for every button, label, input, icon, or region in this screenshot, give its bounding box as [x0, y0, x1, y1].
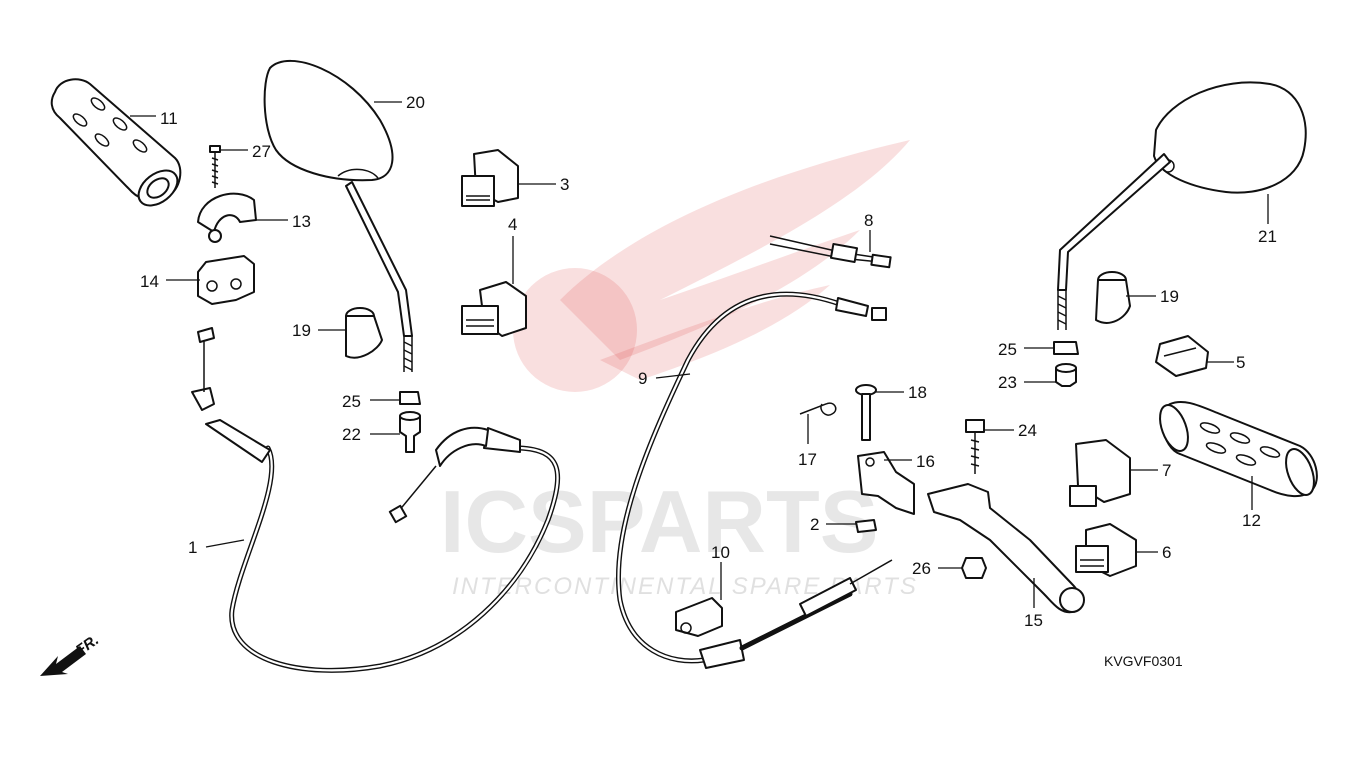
callout-16: 16	[884, 452, 935, 471]
callout-12-label: 12	[1242, 511, 1261, 530]
callout-19a-label: 19	[292, 321, 311, 340]
part-26-nut	[961, 557, 987, 579]
part-21-right-mirror	[1057, 81, 1307, 330]
callout-18-label: 18	[908, 383, 927, 402]
callout-6: 6	[1136, 543, 1171, 562]
callout-21: 21	[1258, 194, 1277, 246]
callout-14: 14	[140, 272, 200, 291]
callout-19b: 19	[1126, 287, 1179, 306]
callout-3: 3	[518, 175, 569, 194]
callout-22: 22	[342, 425, 400, 444]
callout-4-label: 4	[508, 215, 517, 234]
callout-25b: 25	[998, 340, 1054, 359]
callout-19a: 19	[292, 321, 346, 340]
callout-5-label: 5	[1236, 353, 1245, 372]
callout-21-label: 21	[1258, 227, 1277, 246]
part-2-ring	[855, 519, 877, 533]
callout-7-label: 7	[1162, 461, 1171, 480]
callout-17: 17	[798, 414, 817, 469]
part-6-switch	[1075, 523, 1137, 577]
callout-26: 26	[912, 559, 962, 578]
callout-19b-label: 19	[1160, 287, 1179, 306]
callout-8: 8	[864, 211, 873, 252]
watermark: ICSPARTS INTERCONTINENTAL SPARE PARTS	[440, 140, 916, 600]
callout-4: 4	[508, 215, 517, 284]
callout-8-label: 8	[864, 211, 873, 230]
part-16-lever-bracket	[857, 451, 915, 515]
callout-13: 13	[256, 212, 311, 231]
callout-25b-label: 25	[998, 340, 1017, 359]
callout-7: 7	[1130, 461, 1171, 480]
part-11-left-grip	[50, 78, 182, 207]
callout-25a: 25	[342, 392, 400, 411]
callout-2: 2	[810, 515, 856, 534]
part-19-right-boot	[1095, 271, 1131, 324]
callout-27-label: 27	[252, 142, 271, 161]
callout-26-label: 26	[912, 559, 931, 578]
part-18-pin	[855, 384, 877, 441]
callout-27: 27	[220, 142, 271, 161]
part-24-bolt	[965, 419, 985, 474]
callout-14-label: 14	[140, 272, 159, 291]
part-3-switch	[461, 149, 519, 207]
callout-2-label: 2	[810, 515, 819, 534]
part-25-right-nut	[1053, 341, 1079, 355]
part-20-left-mirror	[263, 59, 413, 372]
callout-11: 11	[130, 109, 178, 128]
callout-17-label: 17	[798, 450, 817, 469]
callout-18: 18	[876, 383, 927, 402]
part-19-left-boot	[345, 307, 383, 359]
part-14-housing	[197, 255, 255, 305]
part-5-switch	[1155, 335, 1209, 377]
callout-24: 24	[984, 421, 1037, 440]
callout-11-label: 11	[160, 109, 178, 128]
direction-arrow: FR.	[40, 631, 102, 676]
callout-22-label: 22	[342, 425, 361, 444]
callout-25a-label: 25	[342, 392, 361, 411]
part-17-clip	[799, 402, 837, 416]
callout-1-label: 1	[188, 538, 197, 557]
part-9-clutch-cable	[615, 291, 893, 669]
part-15-clutch-lever	[927, 483, 1085, 614]
callout-13-label: 13	[292, 212, 311, 231]
callout-9: 9	[638, 369, 691, 388]
watermark-wing-logo	[513, 140, 910, 392]
callouts: 1 2 3 4 5 6 7 8 9 10 11 12 13 14 15 16 1…	[130, 93, 1277, 630]
callout-15: 15	[1024, 578, 1043, 630]
part-7-switch	[1069, 439, 1131, 507]
part-22-adapter	[399, 411, 421, 453]
part-12-right-grip	[1159, 400, 1318, 497]
part-13-housing-cover	[197, 192, 257, 243]
callout-23: 23	[998, 373, 1056, 392]
part-25-left-nut	[399, 391, 421, 405]
watermark-brand: ICSPARTS	[440, 472, 878, 571]
callout-20: 20	[374, 93, 425, 112]
part-10-bracket	[675, 597, 723, 637]
callout-5: 5	[1206, 353, 1245, 372]
fr-arrow-icon	[40, 646, 86, 676]
callout-23-label: 23	[998, 373, 1017, 392]
callout-9-label: 9	[638, 369, 647, 388]
callout-12: 12	[1242, 476, 1261, 530]
callout-10-label: 10	[711, 543, 730, 562]
callout-24-label: 24	[1018, 421, 1037, 440]
callout-20-label: 20	[406, 93, 425, 112]
part-4-switch	[461, 281, 527, 337]
part-8-wire	[769, 235, 892, 269]
callout-10: 10	[711, 543, 730, 600]
drawing-code: KVGVF0301	[1104, 653, 1183, 669]
part-27-screw	[209, 145, 221, 188]
callout-16-label: 16	[916, 452, 935, 471]
part-1-throttle-cable	[191, 327, 561, 673]
callout-1: 1	[188, 538, 245, 557]
callout-15-label: 15	[1024, 611, 1043, 630]
callout-6-label: 6	[1162, 543, 1171, 562]
part-23-adapter	[1055, 363, 1077, 387]
callout-3-label: 3	[560, 175, 569, 194]
